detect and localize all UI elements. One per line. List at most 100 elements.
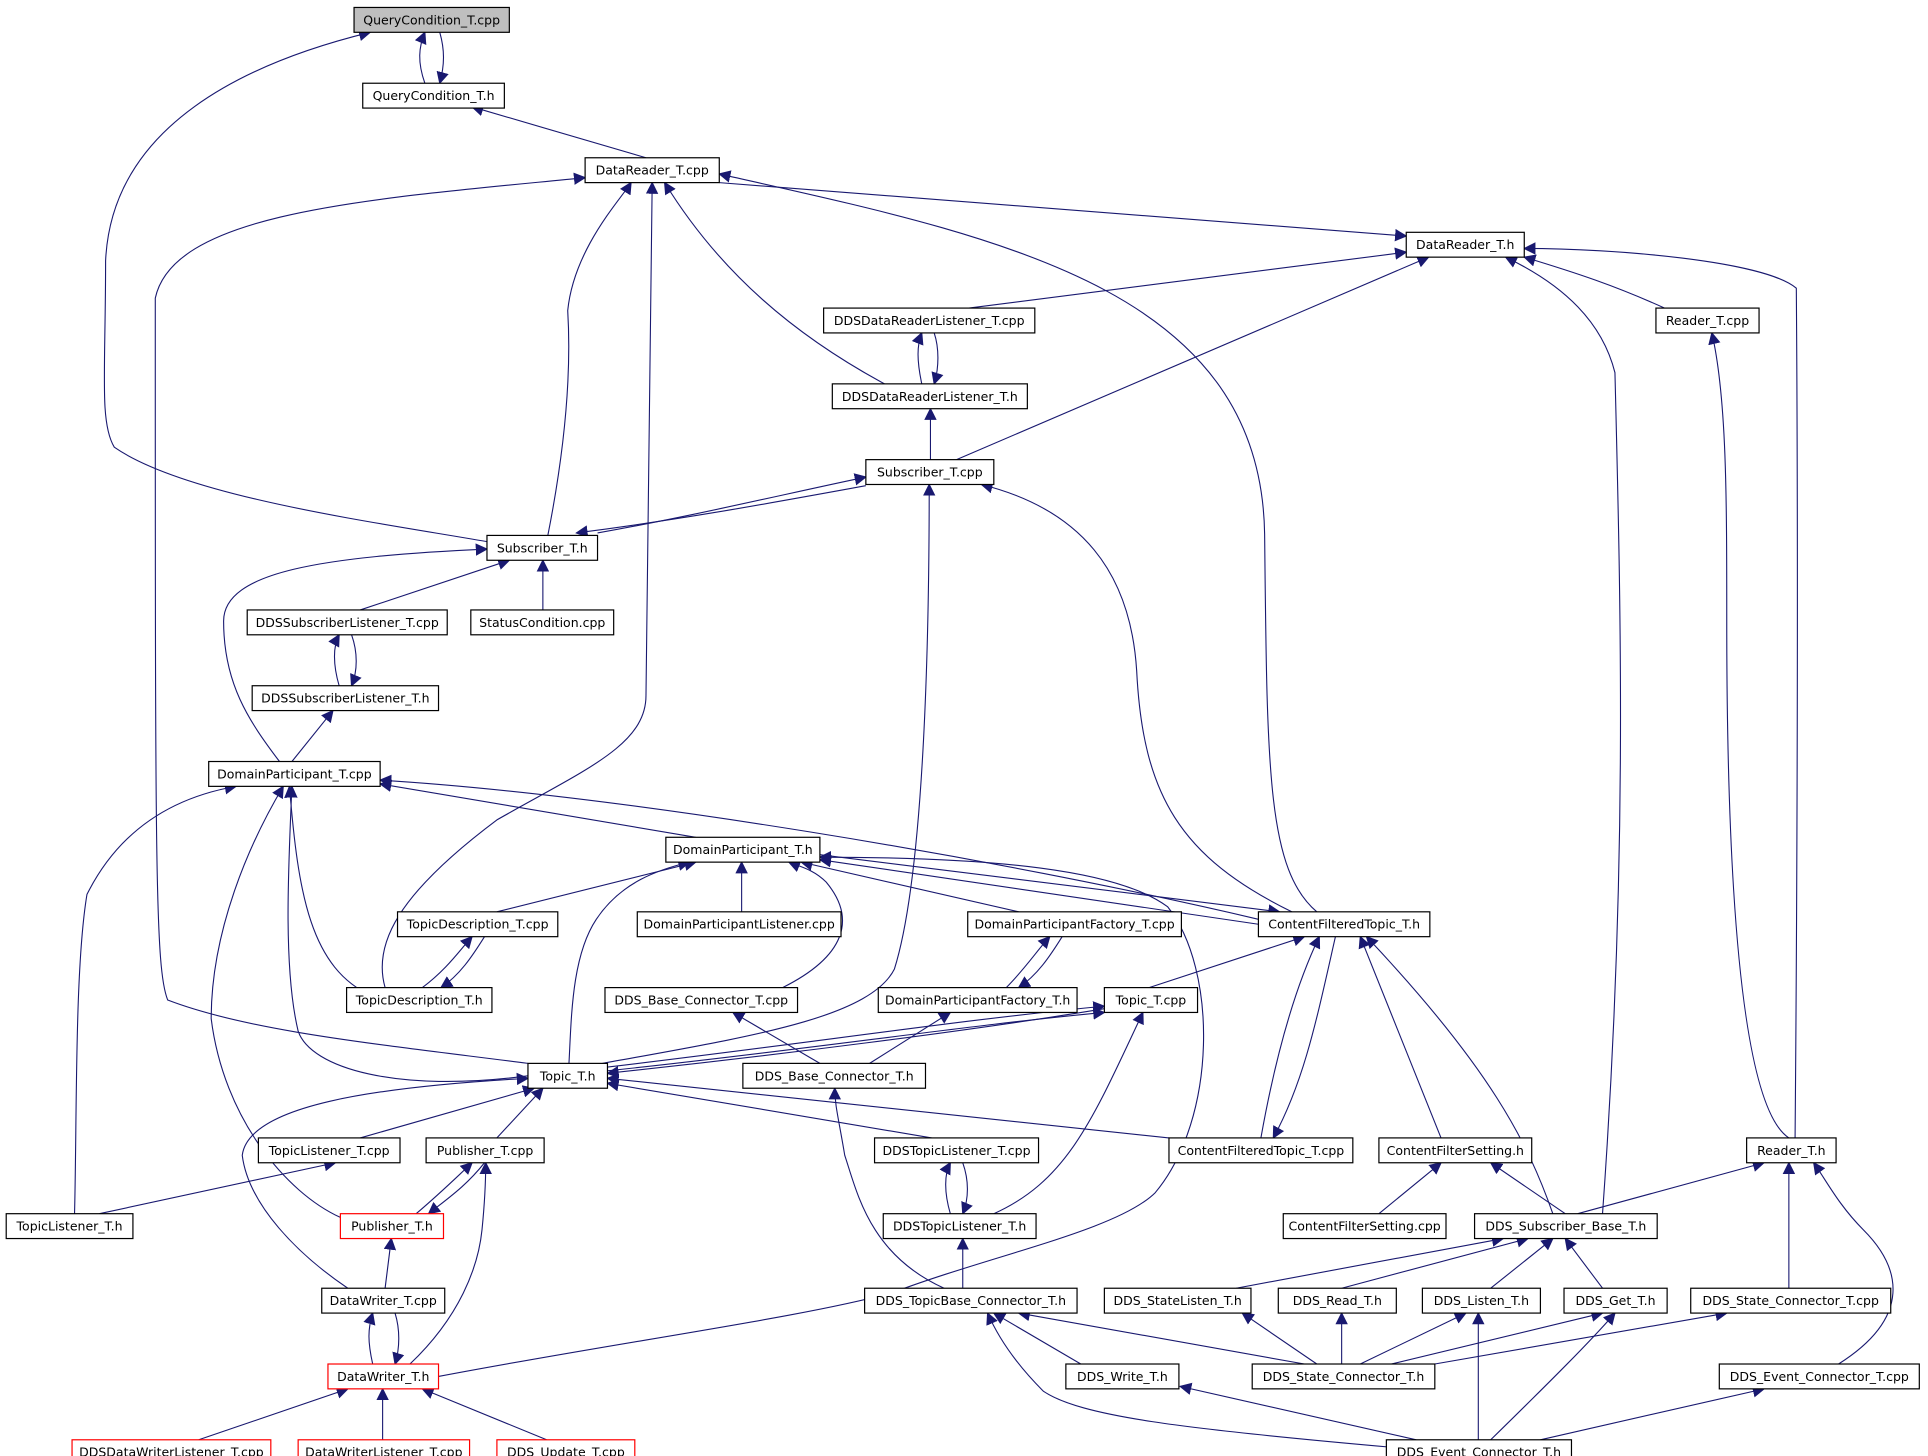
node-dsb-h[interactable]: DDS_Subscriber_Base_T.h bbox=[1473, 1213, 1658, 1240]
node-statuscond[interactable]: StatusCondition.cpp bbox=[470, 609, 615, 636]
node-box[interactable] bbox=[353, 6, 510, 33]
node-box[interactable] bbox=[71, 1439, 272, 1456]
node-box[interactable] bbox=[362, 82, 505, 109]
node-box[interactable] bbox=[246, 609, 448, 636]
node-dp-h[interactable]: DomainParticipant_T.h bbox=[665, 836, 821, 863]
node-reader-h[interactable]: Reader_T.h bbox=[1746, 1137, 1837, 1164]
node-box[interactable] bbox=[208, 760, 381, 787]
node-box[interactable] bbox=[864, 1287, 1078, 1314]
node-topic-h[interactable]: Topic_T.h bbox=[527, 1062, 609, 1089]
node-box[interactable] bbox=[345, 987, 493, 1014]
node-box[interactable] bbox=[1282, 1213, 1447, 1240]
node-box[interactable] bbox=[496, 1439, 636, 1456]
node-box[interactable] bbox=[1405, 231, 1525, 258]
node-td-h[interactable]: TopicDescription_T.h bbox=[345, 987, 493, 1014]
node-box[interactable] bbox=[297, 1439, 471, 1456]
node-cfs-h[interactable]: ContentFilterSetting.h bbox=[1378, 1137, 1533, 1164]
node-box[interactable] bbox=[1065, 1363, 1180, 1390]
node-tl-cpp[interactable]: TopicListener_T.cpp bbox=[257, 1137, 401, 1164]
node-box[interactable] bbox=[1718, 1363, 1920, 1390]
node-box[interactable] bbox=[257, 1137, 401, 1164]
node-dec-cpp[interactable]: DDS_Event_Connector_T.cpp bbox=[1718, 1363, 1920, 1390]
node-ddssl-cpp[interactable]: DDSSubscriberListener_T.cpp bbox=[246, 609, 448, 636]
node-box[interactable] bbox=[251, 685, 440, 712]
node-reader-cpp[interactable]: Reader_T.cpp bbox=[1655, 307, 1760, 334]
node-dr-cpp[interactable]: DataReader_T.cpp bbox=[584, 157, 720, 184]
node-box[interactable] bbox=[823, 307, 1036, 334]
node-dbc-h[interactable]: DDS_Base_Connector_T.h bbox=[742, 1062, 927, 1089]
node-cft-h[interactable]: ContentFilteredTopic_T.h bbox=[1257, 911, 1431, 938]
node-ddstl-h[interactable]: DDSTopicListener_T.h bbox=[882, 1213, 1037, 1240]
node-box[interactable] bbox=[865, 459, 995, 486]
node-dpl-cpp[interactable]: DomainParticipantListener.cpp bbox=[636, 911, 842, 938]
node-dpf-h[interactable]: DomainParticipantFactory_T.h bbox=[877, 987, 1078, 1014]
node-box[interactable] bbox=[636, 911, 842, 938]
node-box[interactable] bbox=[327, 1363, 440, 1390]
node-box[interactable] bbox=[5, 1213, 134, 1240]
node-dbc-cpp[interactable]: DDS_Base_Connector_T.cpp bbox=[604, 987, 799, 1014]
node-dwl-cpp[interactable]: DataWriterListener_T.cpp bbox=[297, 1439, 471, 1456]
node-topic-cpp[interactable]: Topic_T.cpp bbox=[1103, 987, 1199, 1014]
node-box[interactable] bbox=[604, 987, 799, 1014]
node-dr-h[interactable]: DataReader_T.h bbox=[1405, 231, 1525, 258]
node-box[interactable] bbox=[470, 609, 615, 636]
node-sub-h[interactable]: Subscriber_T.h bbox=[486, 534, 599, 561]
node-ddsdrl-cpp[interactable]: DDSDataReaderListener_T.cpp bbox=[823, 307, 1036, 334]
node-box[interactable] bbox=[321, 1287, 446, 1314]
node-box[interactable] bbox=[425, 1137, 545, 1164]
node-box[interactable] bbox=[1690, 1287, 1892, 1314]
node-box[interactable] bbox=[882, 1213, 1037, 1240]
node-ddsdrl-h[interactable]: DDSDataReaderListener_T.h bbox=[831, 383, 1028, 410]
node-dsl-h[interactable]: DDS_StateListen_T.h bbox=[1103, 1287, 1252, 1314]
node-tl-h[interactable]: TopicListener_T.h bbox=[5, 1213, 134, 1240]
node-cft-cpp[interactable]: ContentFilteredTopic_T.cpp bbox=[1168, 1137, 1354, 1164]
node-ddsdwl-cpp[interactable]: DDSDataWriterListener_T.cpp bbox=[71, 1439, 272, 1456]
node-box[interactable] bbox=[339, 1213, 445, 1240]
node-box[interactable] bbox=[1103, 1287, 1252, 1314]
node-box[interactable] bbox=[1655, 307, 1760, 334]
node-dpf-cpp[interactable]: DomainParticipantFactory_T.cpp bbox=[967, 911, 1182, 938]
node-dwrite-h[interactable]: DDS_Write_T.h bbox=[1065, 1363, 1180, 1390]
node-box[interactable] bbox=[396, 911, 559, 938]
node-dec-h[interactable]: DDS_Event_Connector_T.h bbox=[1385, 1439, 1573, 1456]
node-box[interactable] bbox=[1473, 1213, 1658, 1240]
node-dupd-cpp[interactable]: DDS_Update_T.cpp bbox=[496, 1439, 636, 1456]
node-box[interactable] bbox=[1251, 1363, 1436, 1390]
node-dread-h[interactable]: DDS_Read_T.h bbox=[1277, 1287, 1397, 1314]
node-box[interactable] bbox=[665, 836, 821, 863]
node-box[interactable] bbox=[1257, 911, 1431, 938]
node-box[interactable] bbox=[1103, 987, 1199, 1014]
node-dw-cpp[interactable]: DataWriter_T.cpp bbox=[321, 1287, 446, 1314]
node-ddssl-h[interactable]: DDSSubscriberListener_T.h bbox=[251, 685, 440, 712]
node-pub-cpp[interactable]: Publisher_T.cpp bbox=[425, 1137, 545, 1164]
node-box[interactable] bbox=[831, 383, 1028, 410]
node-box[interactable] bbox=[742, 1062, 927, 1089]
node-dlisten-h[interactable]: DDS_Listen_T.h bbox=[1421, 1287, 1542, 1314]
node-td-cpp[interactable]: TopicDescription_T.cpp bbox=[396, 911, 559, 938]
node-qc-cpp[interactable]: QueryCondition_T.cpp bbox=[353, 6, 510, 33]
node-qc-h[interactable]: QueryCondition_T.h bbox=[362, 82, 505, 109]
node-dget-h[interactable]: DDS_Get_T.h bbox=[1563, 1287, 1668, 1314]
node-box[interactable] bbox=[1378, 1137, 1533, 1164]
node-dtbc-h[interactable]: DDS_TopicBase_Connector_T.h bbox=[864, 1287, 1078, 1314]
node-dsc-cpp[interactable]: DDS_State_Connector_T.cpp bbox=[1690, 1287, 1892, 1314]
node-cfs-cpp[interactable]: ContentFilterSetting.cpp bbox=[1282, 1213, 1447, 1240]
node-ddstl-cpp[interactable]: DDSTopicListener_T.cpp bbox=[873, 1137, 1040, 1164]
node-dsc-h[interactable]: DDS_State_Connector_T.h bbox=[1251, 1363, 1436, 1390]
node-box[interactable] bbox=[873, 1137, 1040, 1164]
node-box[interactable] bbox=[967, 911, 1182, 938]
node-box[interactable] bbox=[486, 534, 599, 561]
node-dw-h[interactable]: DataWriter_T.h bbox=[327, 1363, 440, 1390]
node-box[interactable] bbox=[1277, 1287, 1397, 1314]
node-box[interactable] bbox=[1746, 1137, 1837, 1164]
node-dp-cpp[interactable]: DomainParticipant_T.cpp bbox=[208, 760, 381, 787]
node-box[interactable] bbox=[877, 987, 1078, 1014]
node-sub-cpp[interactable]: Subscriber_T.cpp bbox=[865, 459, 995, 486]
node-box[interactable] bbox=[1563, 1287, 1668, 1314]
node-box[interactable] bbox=[584, 157, 720, 184]
node-box[interactable] bbox=[527, 1062, 609, 1089]
node-box[interactable] bbox=[1421, 1287, 1542, 1314]
node-pub-h[interactable]: Publisher_T.h bbox=[339, 1213, 445, 1240]
node-box[interactable] bbox=[1385, 1439, 1573, 1456]
node-box[interactable] bbox=[1168, 1137, 1354, 1164]
